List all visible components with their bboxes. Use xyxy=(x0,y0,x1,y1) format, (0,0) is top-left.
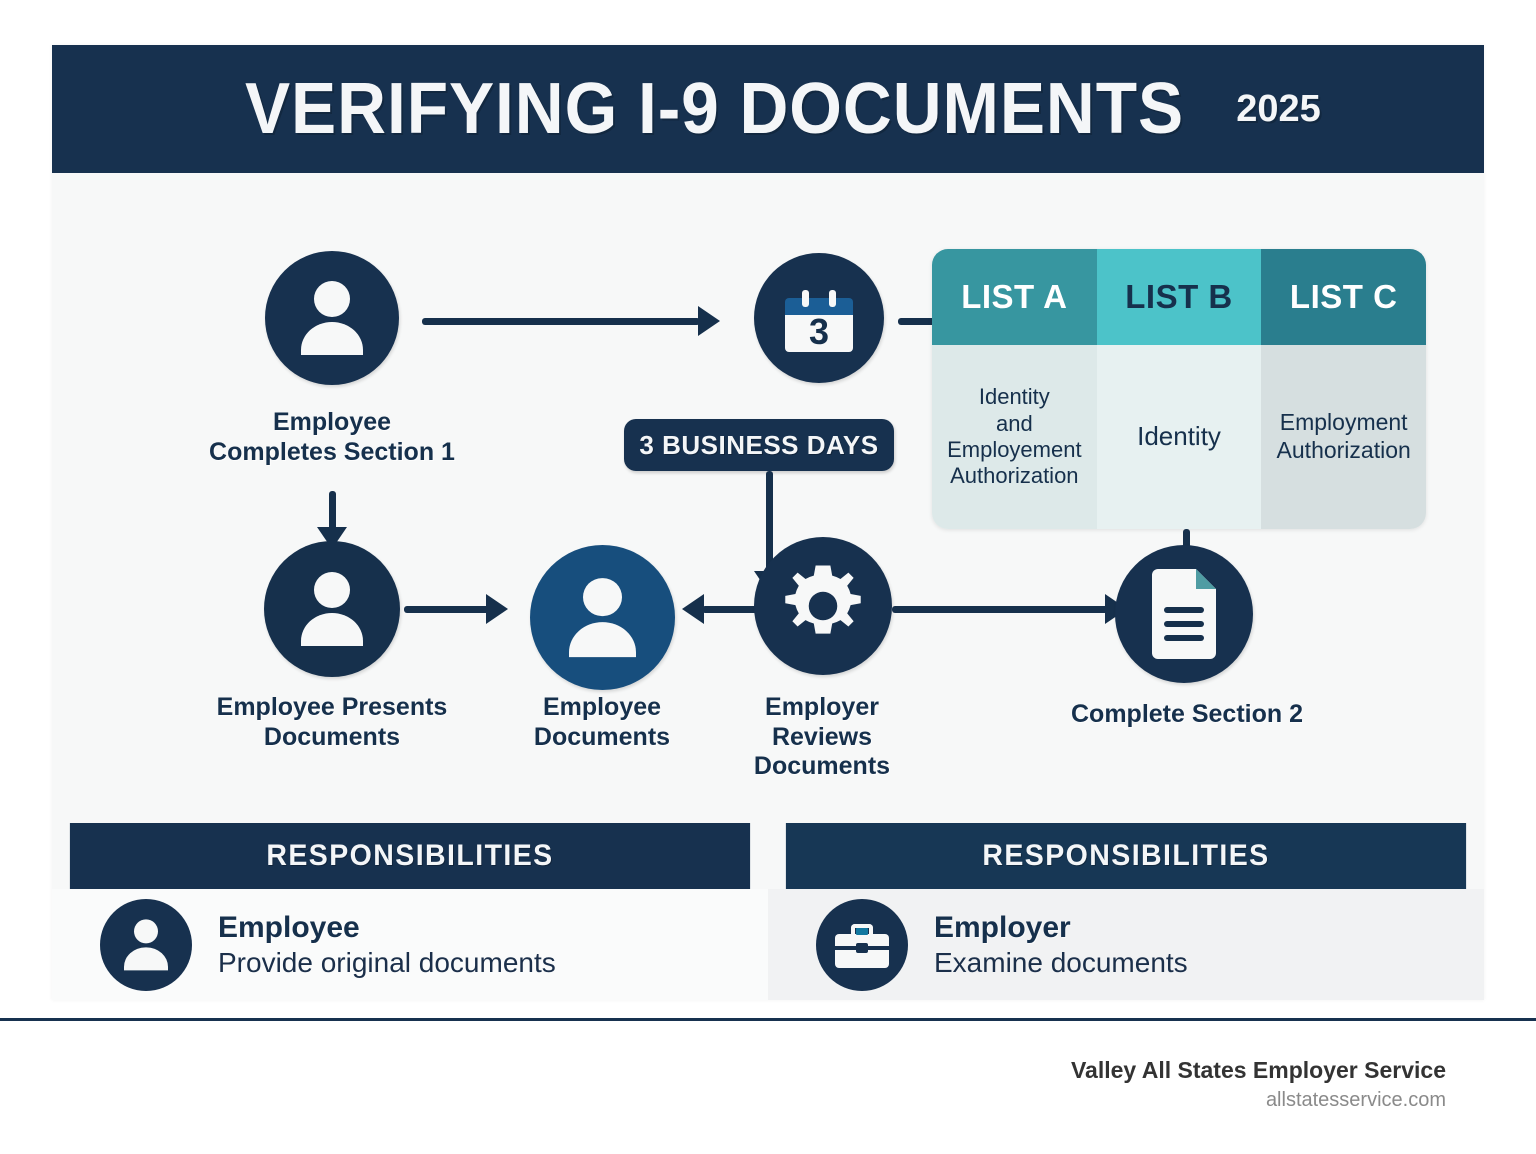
flow-node-complete-section2[interactable] xyxy=(1115,545,1253,683)
title-year: 2025 xyxy=(1236,87,1321,130)
gear-icon xyxy=(754,537,892,675)
responsibilities-band: RESPONSIBILITIES RESPONSIBILITIES xyxy=(52,823,1484,889)
document-icon xyxy=(1115,545,1253,683)
responsibility-card-employer[interactable]: Employer Examine documents xyxy=(768,889,1484,1000)
responsibility-desc-employer: Examine documents xyxy=(934,946,1188,978)
arrow-badge-to-gear xyxy=(766,471,773,577)
flow-node-three-business-days[interactable]: 3 xyxy=(754,253,884,383)
arrow-gear-to-docs xyxy=(702,606,770,613)
three-business-days-badge[interactable]: 3 BUSINESS DAYS xyxy=(624,419,894,471)
calendar-icon: 3 xyxy=(754,253,884,383)
list-c-header: LIST C xyxy=(1261,249,1426,345)
list-b-body: Identity xyxy=(1096,345,1262,529)
arrow-employee-to-calendar xyxy=(422,318,700,325)
list-column-b[interactable]: LIST B Identity xyxy=(1096,249,1262,529)
page-title: VERIFYING I-9 DOCUMENTS xyxy=(245,69,1185,149)
list-c-body: Employment Authorization xyxy=(1261,345,1426,529)
arrow-gear-to-docs-head xyxy=(682,594,704,624)
list-a-header: LIST A xyxy=(932,249,1097,345)
person-icon xyxy=(530,545,675,690)
list-b-header: LIST B xyxy=(1096,249,1262,345)
flow-label-complete-section2: Complete Section 2 xyxy=(1071,700,1303,728)
responsibilities-heading-employer: RESPONSIBILITIES xyxy=(785,823,1467,889)
acceptable-documents-table: LIST A Identity and Employement Authoriz… xyxy=(932,249,1426,529)
arrow-presents-to-docs-head xyxy=(486,594,508,624)
arrow-gear-to-section2 xyxy=(892,606,1114,613)
calendar-day-number: 3 xyxy=(808,310,830,352)
flow-node-employee-presents[interactable] xyxy=(264,541,400,677)
person-icon xyxy=(100,898,192,991)
responsibilities-body: Employee Provide original documents Empl… xyxy=(52,889,1484,1000)
flow-label-employee-section1: Employee Completes Section 1 xyxy=(209,408,455,466)
arrow-presents-to-docs xyxy=(404,606,504,613)
arrow-section1-to-presents xyxy=(329,491,336,533)
responsibilities-heading-employee: RESPONSIBILITIES xyxy=(69,823,751,889)
list-a-body: Identity and Employement Authorization xyxy=(932,345,1097,529)
list-column-c[interactable]: LIST C Employment Authorization xyxy=(1261,249,1426,529)
footer: Valley All States Employer Service allst… xyxy=(1071,1055,1446,1115)
briefcase-icon xyxy=(816,898,908,991)
arrow-employee-to-calendar-head xyxy=(698,306,720,336)
responsibility-role-employee: Employee xyxy=(218,911,360,945)
responsibility-role-employer: Employer xyxy=(934,911,1071,945)
responsibility-card-employee[interactable]: Employee Provide original documents xyxy=(52,889,768,1000)
person-icon xyxy=(265,251,399,385)
list-column-a[interactable]: LIST A Identity and Employement Authoriz… xyxy=(932,249,1097,529)
arrow-calendar-to-lists xyxy=(898,318,960,325)
flow-node-employee-section1[interactable] xyxy=(265,251,399,385)
badge-label: 3 BUSINESS DAYS xyxy=(639,429,879,460)
footer-divider xyxy=(0,1018,1536,1021)
footer-url[interactable]: allstatesservice.com xyxy=(1265,1089,1446,1112)
responsibility-desc-employee: Provide original documents xyxy=(218,946,556,978)
flow-node-employee-documents[interactable] xyxy=(530,545,675,690)
process-flow-diagram: Employee Completes Section 1 3 xyxy=(52,173,1484,823)
flow-node-employer-reviews[interactable] xyxy=(754,537,892,675)
flow-label-employee-documents: Employee Documents xyxy=(533,693,671,751)
flow-label-employer-reviews: Employer Reviews Documents xyxy=(753,693,891,780)
person-icon xyxy=(264,541,400,677)
main-card: VERIFYING I-9 DOCUMENTS 2025 Employee Co… xyxy=(52,45,1484,1000)
title-band: VERIFYING I-9 DOCUMENTS 2025 xyxy=(52,45,1484,173)
flow-label-employee-presents: Employee Presents Documents xyxy=(216,693,448,751)
footer-brand: Valley All States Employer Service xyxy=(1070,1057,1446,1083)
